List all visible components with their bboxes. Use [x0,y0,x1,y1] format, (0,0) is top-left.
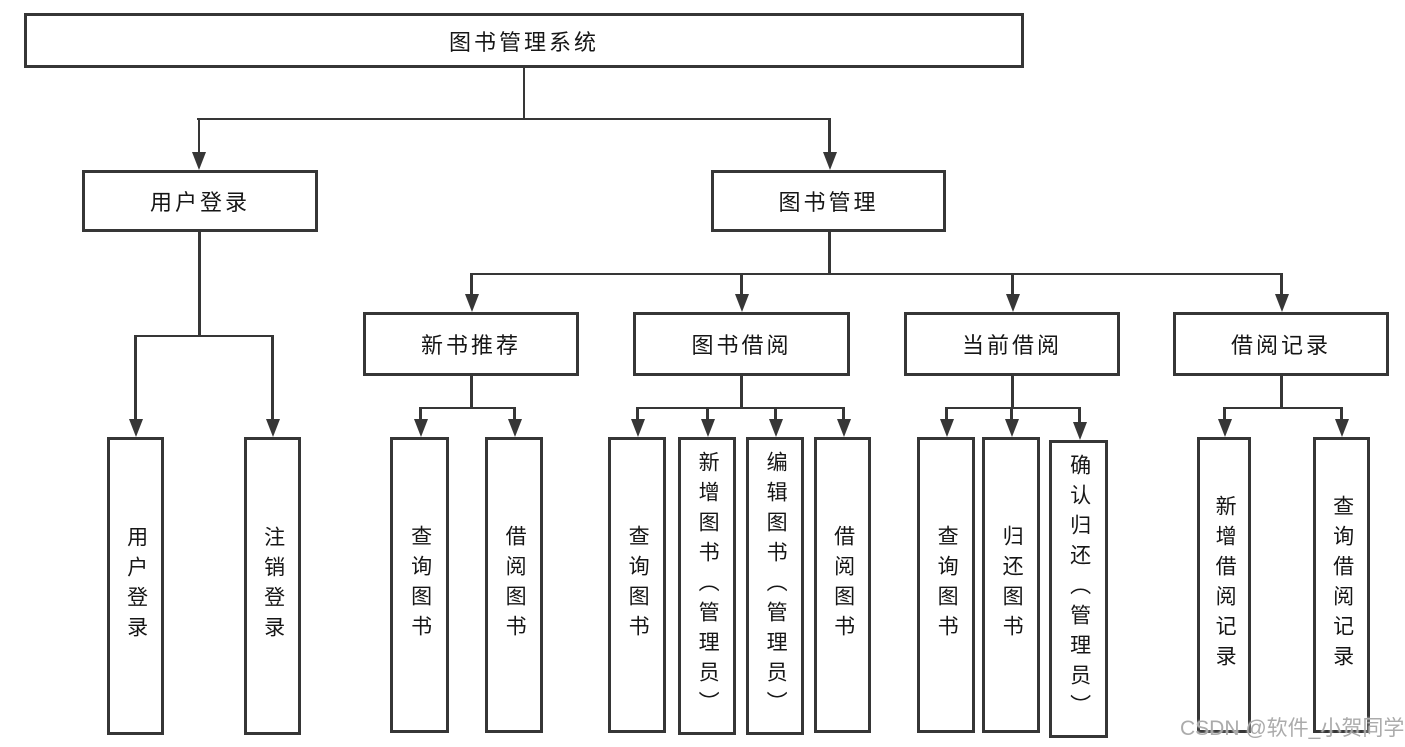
node-query-books-under-borrowing-label: 查询图书 [626,525,650,645]
node-query-books-under-current-label: 查询图书 [935,525,959,645]
node-return-book-label: 归还图书 [1000,525,1024,645]
connector-line-h [1223,406,1342,409]
connector-line-v [774,407,777,420]
arrow-down-icon [822,152,837,170]
node-book-management-branch: 图书管理 [711,170,946,232]
connector-line-v [513,407,516,420]
connector-line-h [636,406,844,409]
connector-line-v [1011,376,1014,407]
node-current-borrowing: 当前借阅 [904,312,1120,376]
arrow-down-icon [836,419,851,437]
connector-line-v [1340,407,1343,420]
node-add-book-admin-label: 新增图书（管理员） [696,451,720,721]
arrow-down-icon [464,294,479,312]
arrow-down-icon [1334,419,1349,437]
connector-line-h [197,117,830,120]
arrow-down-icon [1274,294,1289,312]
connector-line-v [522,68,525,118]
connector-line-h [134,334,273,337]
connector-line-v [134,335,137,421]
connector-line-v [636,407,639,420]
node-add-book-admin: 新增图书（管理员） [678,437,736,735]
connector-line-v [828,232,831,273]
node-query-books-under-recommend-label: 查询图书 [408,525,432,645]
connector-line-v [197,118,200,154]
connector-line-v [1223,407,1226,420]
node-borrow-books-under-borrowing: 借阅图书 [814,437,871,733]
arrow-down-icon [192,152,206,170]
node-borrow-books-under-recommend-label: 借阅图书 [503,525,527,645]
node-add-borrow-record: 新增借阅记录 [1197,437,1251,733]
node-return-book: 归还图书 [982,437,1040,733]
connector-line-v [706,407,709,420]
connector-line-v [470,376,473,407]
node-borrow-books-under-recommend: 借阅图书 [485,437,543,733]
node-new-book-recommend: 新书推荐 [363,312,579,376]
arrow-down-icon [1072,422,1087,440]
connector-line-v [1010,407,1013,420]
arrow-down-icon [128,419,143,437]
node-edit-book-admin-label: 编辑图书（管理员） [764,451,788,721]
node-borrowing-records: 借阅记录 [1173,312,1389,376]
connector-line-v [842,407,845,420]
connector-line-v [740,273,743,295]
connector-line-v [1011,273,1014,295]
arrow-down-icon [939,419,954,437]
arrow-down-icon [265,419,280,437]
connector-line-h [945,406,1080,409]
connector-line-v [828,118,831,154]
connector-line-h [419,406,515,409]
arrow-down-icon [630,419,645,437]
node-user-login-branch: 用户登录 [82,170,318,232]
connector-line-v [198,232,201,335]
csdn-watermark: CSDN @软件_小贺同学 [1180,717,1405,740]
node-user-login-leaf: 用户登录 [107,437,164,735]
connector-line-v [271,335,274,421]
node-user-login-leaf-label: 用户登录 [124,526,148,646]
arrow-down-icon [1004,419,1019,437]
node-root-library-management-system: 图书管理系统 [24,13,1024,68]
connector-line-v [740,376,743,407]
arrow-down-icon [1217,419,1232,437]
arrow-down-icon [734,294,749,312]
connector-line-v [1280,376,1283,407]
connector-line-v [1280,273,1283,295]
connector-line-v [419,407,422,420]
node-confirm-return-admin: 确认归还（管理员） [1049,440,1108,738]
arrow-down-icon [507,419,522,437]
node-book-borrowing: 图书借阅 [633,312,850,376]
node-query-borrow-record: 查询借阅记录 [1313,437,1370,733]
node-edit-book-admin: 编辑图书（管理员） [746,437,804,735]
connector-line-h [470,272,1281,275]
connector-line-v [945,407,948,420]
node-query-borrow-record-label: 查询借阅记录 [1330,495,1354,675]
node-confirm-return-admin-label: 确认归还（管理员） [1067,454,1091,724]
node-borrow-books-under-borrowing-label: 借阅图书 [831,525,855,645]
arrow-down-icon [700,419,715,437]
node-logout-leaf-label: 注销登录 [261,526,285,646]
arrow-down-icon [768,419,783,437]
arrow-down-icon [413,419,428,437]
connector-line-v [470,273,473,295]
node-query-books-under-borrowing: 查询图书 [608,437,666,733]
arrow-down-icon [1005,294,1020,312]
node-logout-leaf: 注销登录 [244,437,301,735]
node-query-books-under-current: 查询图书 [917,437,975,733]
node-add-borrow-record-label: 新增借阅记录 [1213,495,1237,675]
node-query-books-under-recommend: 查询图书 [390,437,449,733]
connector-line-v [1078,407,1081,423]
